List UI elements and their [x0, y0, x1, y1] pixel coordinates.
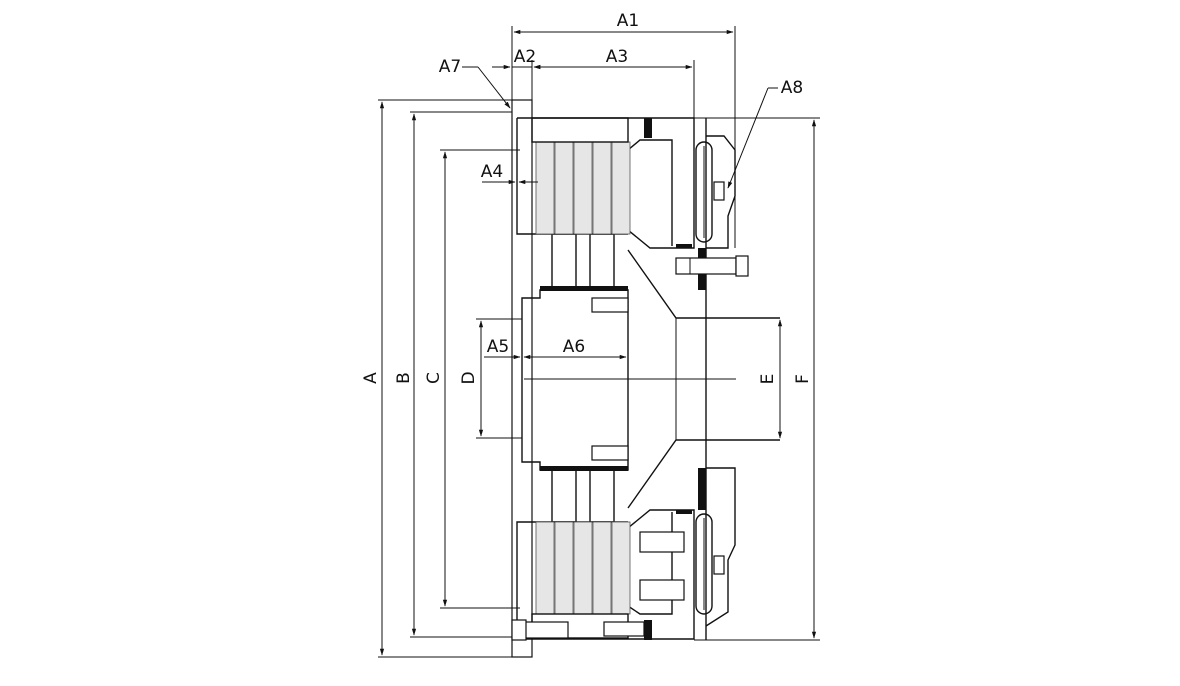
armature-slots — [695, 141, 725, 615]
label-a3: A3 — [606, 47, 628, 67]
label-c: C — [424, 372, 444, 384]
dimension-lines — [378, 26, 817, 658]
dimension-labels: A1 A2 A3 A7 A8 A4 A5 A6 A B C D E F — [361, 11, 813, 385]
label-a1: A1 — [617, 11, 639, 31]
label-a: A — [361, 372, 381, 384]
label-a2: A2 — [514, 47, 536, 67]
label-a6: A6 — [563, 337, 585, 357]
label-a4: A4 — [481, 162, 503, 182]
screws — [511, 255, 749, 641]
label-e: E — [758, 374, 778, 385]
upper-disk-stack — [531, 117, 631, 235]
label-f: F — [793, 374, 813, 384]
label-d: D — [459, 371, 479, 384]
label-b: B — [394, 372, 414, 384]
housing-outline — [511, 99, 820, 658]
label-a5: A5 — [487, 337, 509, 357]
label-a7: A7 — [439, 57, 461, 77]
label-a8: A8 — [781, 78, 803, 98]
lower-disk-stack — [531, 521, 631, 639]
